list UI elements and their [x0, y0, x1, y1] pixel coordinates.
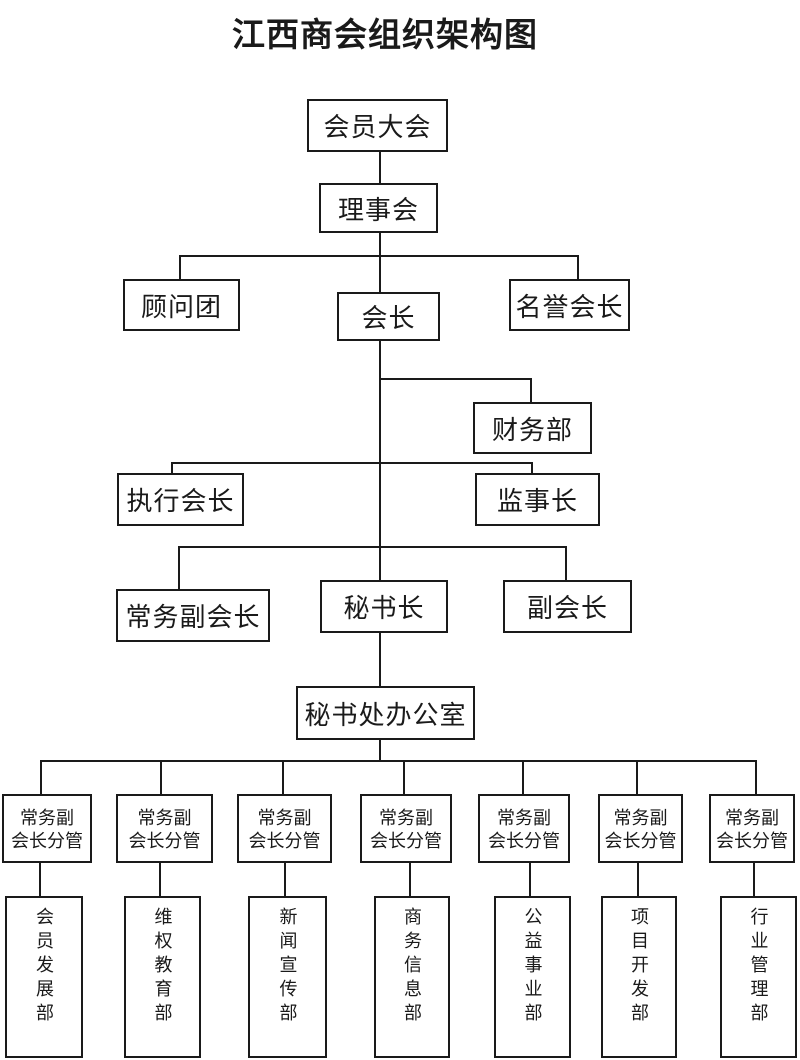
node-secretariat-office: 秘书处办公室	[296, 686, 475, 740]
connector-spine-office-branches	[379, 740, 381, 761]
dept-label: 新闻宣传部	[277, 907, 298, 1027]
connector-spine-secretary-office	[379, 633, 381, 686]
supervisor-label-line2: 会长分管	[370, 831, 442, 851]
connector-drop-executive-vp	[178, 546, 180, 589]
supervisor-label-line1: 常务副	[257, 808, 312, 828]
supervisor-label-line1: 常务副	[379, 808, 433, 828]
supervisor-label-line2: 会长分管	[248, 831, 321, 851]
supervisor-label-line2: 会长分管	[604, 831, 677, 851]
connector-drop-chief-supervisor	[531, 462, 533, 473]
connector-drop-branch-7	[755, 760, 757, 794]
node-evp-supervisor-5: 常务副 会长分管	[478, 794, 570, 863]
dept-label: 会员发展部	[34, 907, 54, 1027]
connector-spine-board-president	[379, 233, 381, 292]
node-executive-vice-president: 常务副会长	[116, 589, 270, 642]
node-evp-supervisor-2: 常务副 会长分管	[116, 794, 213, 863]
connector-branch-supervision	[171, 462, 533, 464]
connector-drop-branch-1	[40, 760, 42, 794]
node-vice-president: 副会长	[503, 580, 632, 633]
connector-supervisor-dept-2	[159, 863, 161, 896]
connector-supervisor-dept-4	[409, 863, 411, 896]
connector-supervisor-dept-3	[284, 863, 286, 896]
node-dept-rights-education: 维权教育部	[124, 896, 201, 1058]
supervisor-label-line1: 常务副	[497, 808, 551, 828]
node-board-of-directors: 理事会	[319, 183, 438, 233]
supervisor-label-line1: 常务副	[725, 808, 779, 828]
dept-label: 维权教育部	[152, 907, 173, 1027]
dept-label: 项目开发部	[629, 907, 649, 1027]
node-dept-business-information: 商务信息部	[374, 896, 450, 1058]
supervisor-label-line2: 会长分管	[128, 831, 201, 851]
dept-label: 公益事业部	[522, 907, 543, 1027]
node-dept-project-development: 项目开发部	[601, 896, 677, 1058]
node-evp-supervisor-3: 常务副 会长分管	[237, 794, 332, 863]
dept-label: 商务信息部	[402, 907, 422, 1027]
connector-supervisor-dept-6	[637, 863, 639, 896]
connector-supervisor-dept-5	[529, 863, 531, 896]
node-dept-industry-management: 行业管理部	[720, 896, 797, 1058]
dept-label: 行业管理部	[748, 907, 769, 1027]
node-president: 会长	[337, 292, 440, 341]
connector-drop-advisory-group	[179, 255, 181, 279]
connector-branch-departments	[40, 760, 757, 762]
node-evp-supervisor-7: 常务副 会长分管	[709, 794, 795, 863]
node-advisory-group: 顾问团	[123, 279, 240, 331]
connector-drop-branch-6	[636, 760, 638, 794]
connector-drop-executive-president	[171, 462, 173, 473]
connector-branch-finance	[380, 378, 532, 380]
connector-spine-assembly-board	[379, 152, 381, 183]
supervisor-label-line1: 常务副	[20, 808, 74, 828]
node-dept-news-publicity: 新闻宣传部	[248, 896, 327, 1058]
node-dept-public-welfare: 公益事业部	[494, 896, 571, 1058]
node-member-assembly: 会员大会	[307, 99, 448, 152]
node-honorary-president: 名誉会长	[509, 279, 630, 331]
connector-drop-vice-president	[565, 546, 567, 580]
connector-drop-branch-2	[160, 760, 162, 794]
connector-spine-president-secretary	[379, 340, 381, 580]
node-chief-supervisor: 监事长	[475, 473, 600, 526]
chart-title: 江西商会组织架构图	[232, 18, 538, 54]
connector-branch-advisory	[179, 255, 579, 257]
node-executive-president: 执行会长	[117, 473, 244, 526]
connector-supervisor-dept-1	[39, 863, 41, 896]
connector-drop-branch-5	[522, 760, 524, 794]
node-evp-supervisor-1: 常务副 会长分管	[2, 794, 92, 863]
supervisor-label-line2: 会长分管	[716, 831, 788, 851]
connector-drop-branch-4	[403, 760, 405, 794]
connector-branch-vp	[178, 546, 567, 548]
supervisor-label-line1: 常务副	[137, 808, 192, 828]
supervisor-label-line1: 常务副	[613, 808, 668, 828]
node-dept-member-development: 会员发展部	[5, 896, 83, 1058]
node-evp-supervisor-6: 常务副 会长分管	[598, 794, 683, 863]
connector-drop-finance	[530, 378, 532, 402]
connector-supervisor-dept-7	[753, 863, 755, 896]
supervisor-label-line2: 会长分管	[488, 831, 560, 851]
connector-drop-branch-3	[282, 760, 284, 794]
node-evp-supervisor-4: 常务副 会长分管	[360, 794, 452, 863]
node-secretary-general: 秘书长	[320, 580, 448, 633]
supervisor-label-line2: 会长分管	[11, 831, 83, 851]
node-finance-department: 财务部	[473, 402, 592, 454]
connector-drop-honorary-president	[577, 255, 579, 279]
